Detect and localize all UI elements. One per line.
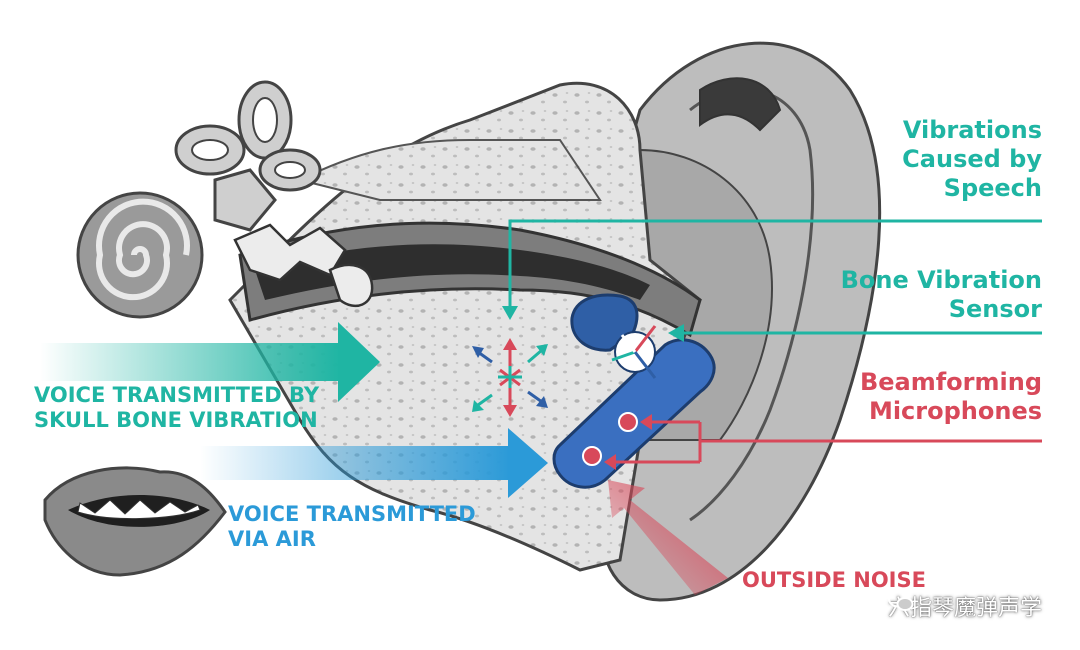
callout-microphones: [612, 420, 1042, 464]
ossicles: [233, 223, 347, 282]
label-beamforming: Beamforming Microphones: [859, 368, 1042, 425]
air-arrow: [200, 428, 548, 498]
earbud-device: [552, 293, 716, 489]
label-skull: VOICE TRANSMITTED BY SKULL BONE VIBRATIO…: [34, 383, 320, 433]
upper-bone: [297, 139, 602, 201]
label-outside-noise: OUTSIDE NOISE: [742, 568, 926, 592]
mouth-illustration: [43, 466, 227, 577]
wechat-icon: [887, 590, 914, 611]
label-air: VOICE TRANSMITTED VIA AIR: [228, 502, 476, 552]
label-bone-sensor: Bone Vibration Sensor: [840, 266, 1042, 323]
cochlea: [76, 191, 204, 319]
label-vibrations: Vibrations Caused by Speech: [902, 116, 1042, 202]
vibration-burst: [472, 338, 548, 417]
watermark: 六指琴魔弹声学: [887, 590, 1042, 622]
pinna-fold: [699, 77, 782, 132]
callout-vibrations: [508, 219, 1042, 314]
ear-canal-dark: [255, 244, 650, 300]
skull-arrow: [40, 322, 380, 402]
noise-arrow: [608, 480, 728, 595]
